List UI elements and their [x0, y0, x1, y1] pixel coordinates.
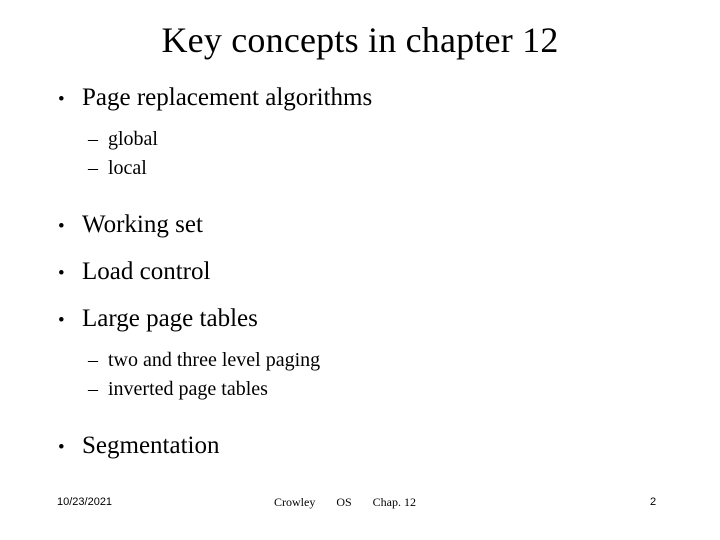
bullet-marker-icon: •: [58, 216, 65, 237]
bullet-label: Page replacement algorithms: [82, 84, 373, 111]
page-title: Key concepts in chapter 12: [161, 20, 559, 60]
footer-date: 10/23/2021: [57, 496, 113, 508]
bullet-marker-icon: •: [58, 310, 65, 331]
bullet-item-working-set: • Working set: [52, 209, 690, 242]
sub-bullet-item-global: – global: [52, 126, 690, 152]
bullet-item-load-control: • Load control: [52, 256, 690, 289]
footer-course: OS: [336, 495, 352, 509]
bullet-label: Large page tables: [82, 305, 258, 332]
bullet-marker-icon: •: [58, 263, 65, 284]
bullet-item-large-page-tables: • Large page tables: [52, 303, 690, 336]
bullet-label: Working set: [82, 211, 203, 238]
slide-footer: 10/23/2021 Crowley OS Chap. 12 2: [0, 494, 720, 516]
spacer: [52, 402, 690, 416]
dash-marker-icon: –: [88, 157, 98, 179]
spacer: [52, 181, 690, 195]
bullet-marker-icon: •: [58, 89, 65, 110]
sub-bullet-label: local: [108, 157, 147, 179]
sub-bullet-item-local: – local: [52, 155, 690, 181]
sub-bullet-item-two-and-three-level-paging: – two and three level paging: [52, 347, 690, 373]
footer-page-number: 2: [650, 496, 657, 508]
bullet-marker-icon: •: [58, 437, 65, 458]
footer-author: Crowley: [274, 495, 316, 509]
sub-bullet-label: inverted page tables: [108, 378, 268, 400]
footer-chapter: Chap. 12: [372, 495, 417, 509]
dash-marker-icon: –: [88, 378, 98, 400]
bullet-label: Load control: [82, 258, 211, 285]
dash-marker-icon: –: [88, 349, 98, 371]
bullet-item-segmentation: • Segmentation: [52, 430, 690, 463]
slide-body: • Page replacement algorithms – global –…: [52, 82, 690, 463]
footer-center-group: Crowley OS Chap. 12: [274, 494, 416, 510]
spacer: [52, 336, 690, 344]
bullet-label: Segmentation: [82, 432, 220, 459]
dash-marker-icon: –: [88, 128, 98, 150]
bullet-item-page-replacement-algorithms: • Page replacement algorithms: [52, 82, 690, 115]
sub-bullet-label: global: [108, 128, 158, 150]
spacer: [52, 115, 690, 123]
sub-bullet-item-inverted-page-tables: – inverted page tables: [52, 376, 690, 402]
sub-bullet-label: two and three level paging: [108, 349, 321, 371]
